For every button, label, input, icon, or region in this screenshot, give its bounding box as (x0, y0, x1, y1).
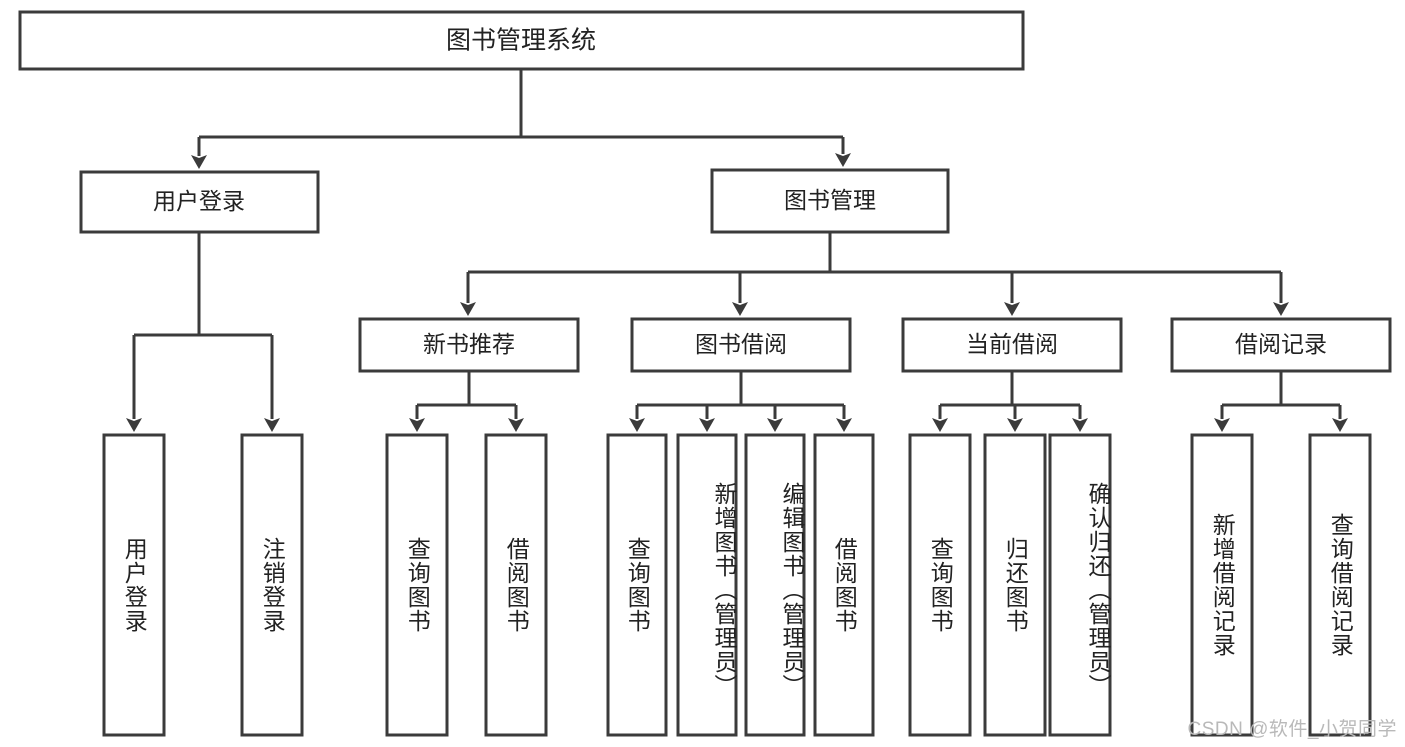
connector-borrow-record-to-leaves (1214, 371, 1348, 432)
node-box-leaf-user-login[interactable] (102, 433, 166, 737)
node-box-current-borrow[interactable] (901, 317, 1123, 373)
node-label-current-borrow: 当前借阅 (966, 331, 1058, 357)
node-label-borrow-record: 借阅记录 (1235, 331, 1327, 357)
node-box-leaf-query-book-rec[interactable] (385, 433, 449, 737)
node-box-user-login[interactable] (79, 170, 320, 234)
node-box-borrow-record[interactable] (1170, 317, 1392, 373)
node-box-leaf-query-book-cur[interactable] (908, 433, 972, 737)
node-box-leaf-query-borrow-record[interactable] (1308, 433, 1372, 737)
connector-user-login-to-leaves (126, 232, 280, 432)
node-label-book-manage: 图书管理 (784, 187, 876, 213)
node-box-leaf-add-book-admin[interactable] (676, 433, 738, 737)
connector-current-borrow-to-leaves (932, 371, 1088, 432)
node-box-new-book-recommend[interactable] (358, 317, 580, 373)
node-box-leaf-confirm-return-admin[interactable] (1048, 433, 1112, 737)
node-box-leaf-edit-book-admin[interactable] (744, 433, 806, 737)
node-label-new-book-recommend: 新书推荐 (423, 331, 515, 357)
connector-book-borrow-to-leaves (629, 371, 852, 432)
node-box-leaf-query-book-borrow[interactable] (606, 433, 668, 737)
node-label-book-borrow: 图书借阅 (695, 331, 787, 357)
connector-book-manage-to-level3 (460, 232, 1289, 316)
node-box-leaf-user-logout[interactable] (240, 433, 304, 737)
node-label-user-login: 用户登录 (153, 188, 245, 214)
node-box-book-borrow[interactable] (630, 317, 852, 373)
node-box-leaf-return-book[interactable] (983, 433, 1047, 737)
connector-root-to-level2 (191, 69, 851, 169)
node-label-root: 图书管理系统 (446, 27, 596, 55)
connector-new-book-recommend-to-leaves (409, 371, 524, 432)
node-box-leaf-borrow-book-rec[interactable] (484, 433, 548, 737)
node-box-book-manage[interactable] (710, 168, 950, 234)
watermark-text: CSDN @软件_小贺同学 (1187, 719, 1397, 740)
node-box-leaf-add-borrow-record[interactable] (1190, 433, 1254, 737)
node-box-leaf-borrow-book[interactable] (813, 433, 875, 737)
node-box-root[interactable] (18, 10, 1025, 71)
